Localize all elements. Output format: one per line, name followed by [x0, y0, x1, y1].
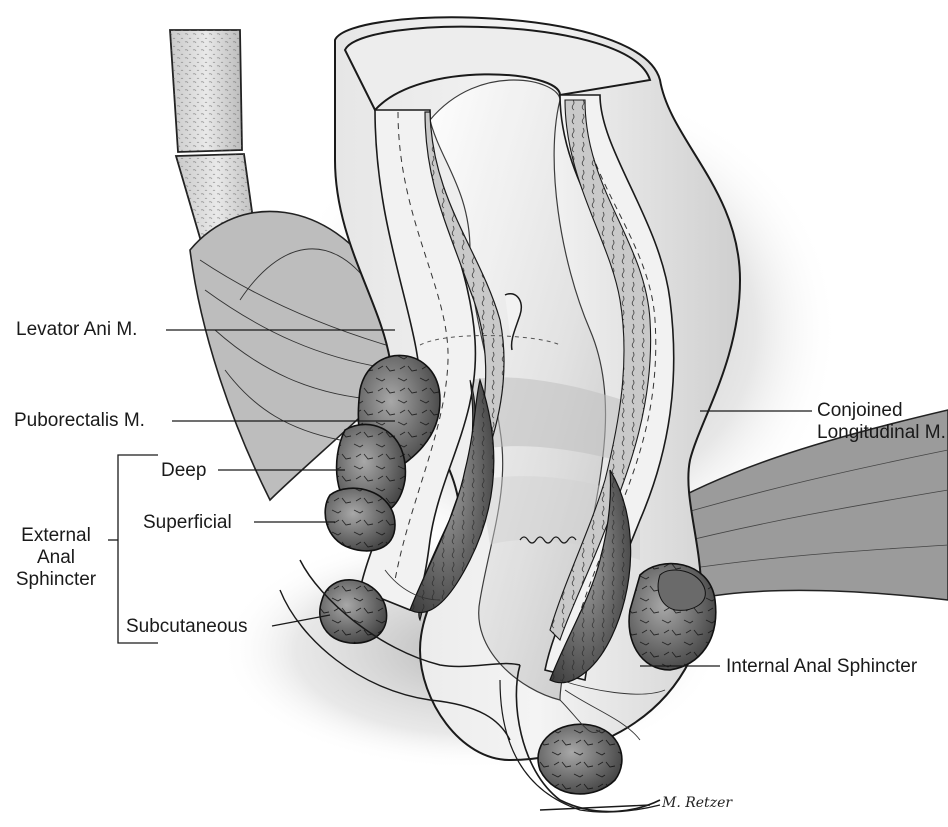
label-conjoined-line1: Conjoined: [817, 400, 903, 421]
label-conjoined-longitudinal: Conjoined Longitudinal M.: [817, 400, 946, 444]
label-conjoined-line2: Longitudinal M.: [817, 422, 946, 443]
label-external-anal-sphincter: External Anal Sphincter: [4, 525, 108, 591]
external-anal-sphincter-right: [499, 562, 717, 813]
artist-signature: M. Retzer: [662, 795, 733, 811]
right-rectal-wall-section: [544, 94, 675, 684]
label-external-line2: Anal: [36, 547, 76, 568]
rectum-cut-edge: [343, 25, 652, 112]
label-external-line1: External: [21, 525, 91, 546]
label-internal-anal-sphincter: Internal Anal Sphincter: [726, 656, 918, 677]
subcutaneous-leader: [271, 614, 331, 627]
external-anal-sphincter-left: [299, 354, 521, 668]
label-levator-ani: Levator Ani M.: [16, 319, 138, 340]
leader-lines: [108, 329, 812, 667]
label-external-line3: Sphincter: [15, 569, 97, 590]
perianal-skin-outline: [279, 589, 511, 741]
external-sphincter-bracket: [117, 454, 158, 644]
left-rectal-wall-section: [359, 109, 522, 622]
dentate-line: [519, 536, 577, 544]
label-deep: Deep: [161, 460, 207, 481]
right-levator-band: [638, 409, 948, 601]
label-superficial: Superficial: [143, 512, 232, 533]
label-subcutaneous: Subcutaneous: [126, 616, 248, 637]
label-puborectalis: Puborectalis M.: [14, 410, 145, 431]
